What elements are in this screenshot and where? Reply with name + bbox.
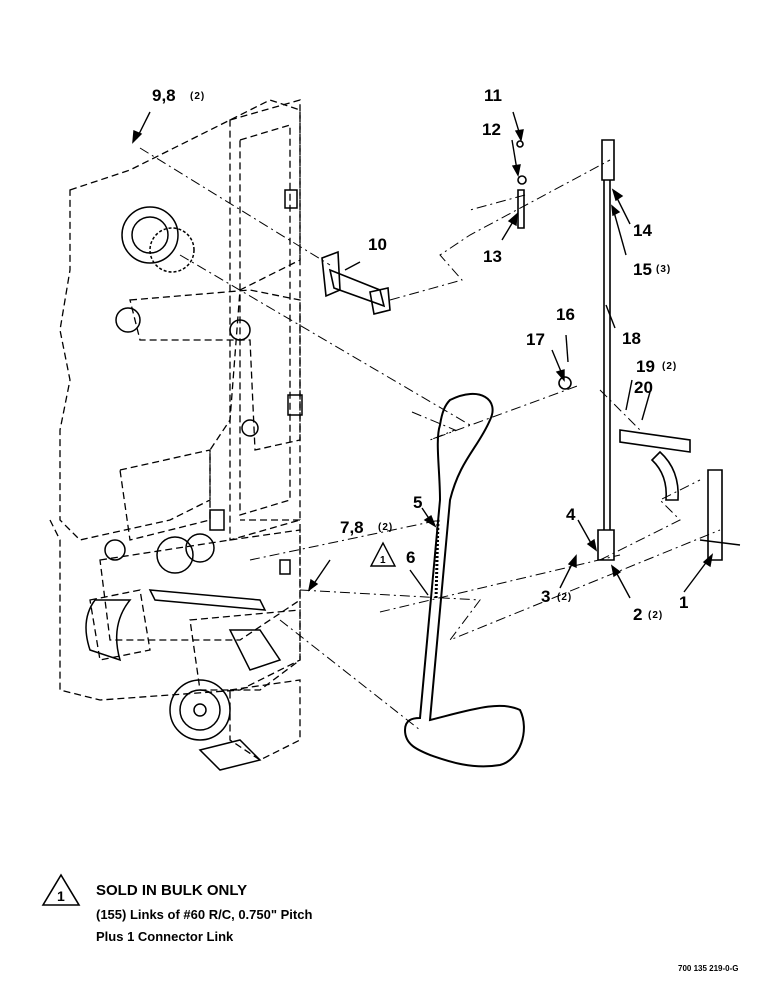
support-bracket [321,250,391,315]
callout-9-8-qty: (2) [190,91,205,102]
callout-5: 5 [413,493,422,512]
callout-11: 11 [484,86,502,105]
callout-7-8: 7,8 [340,518,364,537]
callout-14: 14 [633,221,652,240]
chain-guide-arm [403,393,525,768]
callout-12: 12 [482,120,501,139]
callout-15-qty: (3) [656,264,671,275]
tension-rod-assembly [516,139,741,561]
callout-2: 2 [633,605,642,624]
note-symbol: 1 [57,888,65,904]
callout-19: 19 [636,357,655,376]
note-title: SOLD IN BULK ONLY [96,882,248,899]
callout-2-qty: (2) [648,610,663,621]
callout-20: 20 [634,378,653,397]
callout-18: 18 [622,329,641,348]
callout-15: 15 [633,260,652,279]
note-line-2: Plus 1 Connector Link [96,929,234,944]
callout-9-8: 9,8 [152,86,176,105]
note-line-1: (155) Links of #60 R/C, 0.750" Pitch [96,907,313,922]
triangle-note-symbol: 1 [380,555,387,566]
frame-components [85,189,303,771]
triangle-note-icon: 1 [369,541,397,567]
callout-19-qty: (2) [662,361,677,372]
drawing-number: 700 135 219-0-G [678,964,739,973]
exploded-view-leaders [139,147,721,731]
callout-labels: 9,8 (2) 11 12 10 13 14 15 (3) 16 17 18 1… [152,86,688,624]
callout-10: 10 [368,235,387,254]
callout-17: 17 [526,330,545,349]
callout-leader-arrows [132,111,714,599]
callout-16: 16 [556,305,575,324]
callout-1: 1 [679,593,688,612]
callout-13: 13 [483,247,502,266]
warning-triangle-icon: 1 [40,872,82,908]
frame-assembly [49,99,301,761]
callout-7-8-qty: (2) [378,522,393,533]
callout-4: 4 [566,505,576,524]
callout-3-qty: (2) [557,592,572,603]
callout-6: 6 [406,548,415,567]
callout-3: 3 [541,587,550,606]
